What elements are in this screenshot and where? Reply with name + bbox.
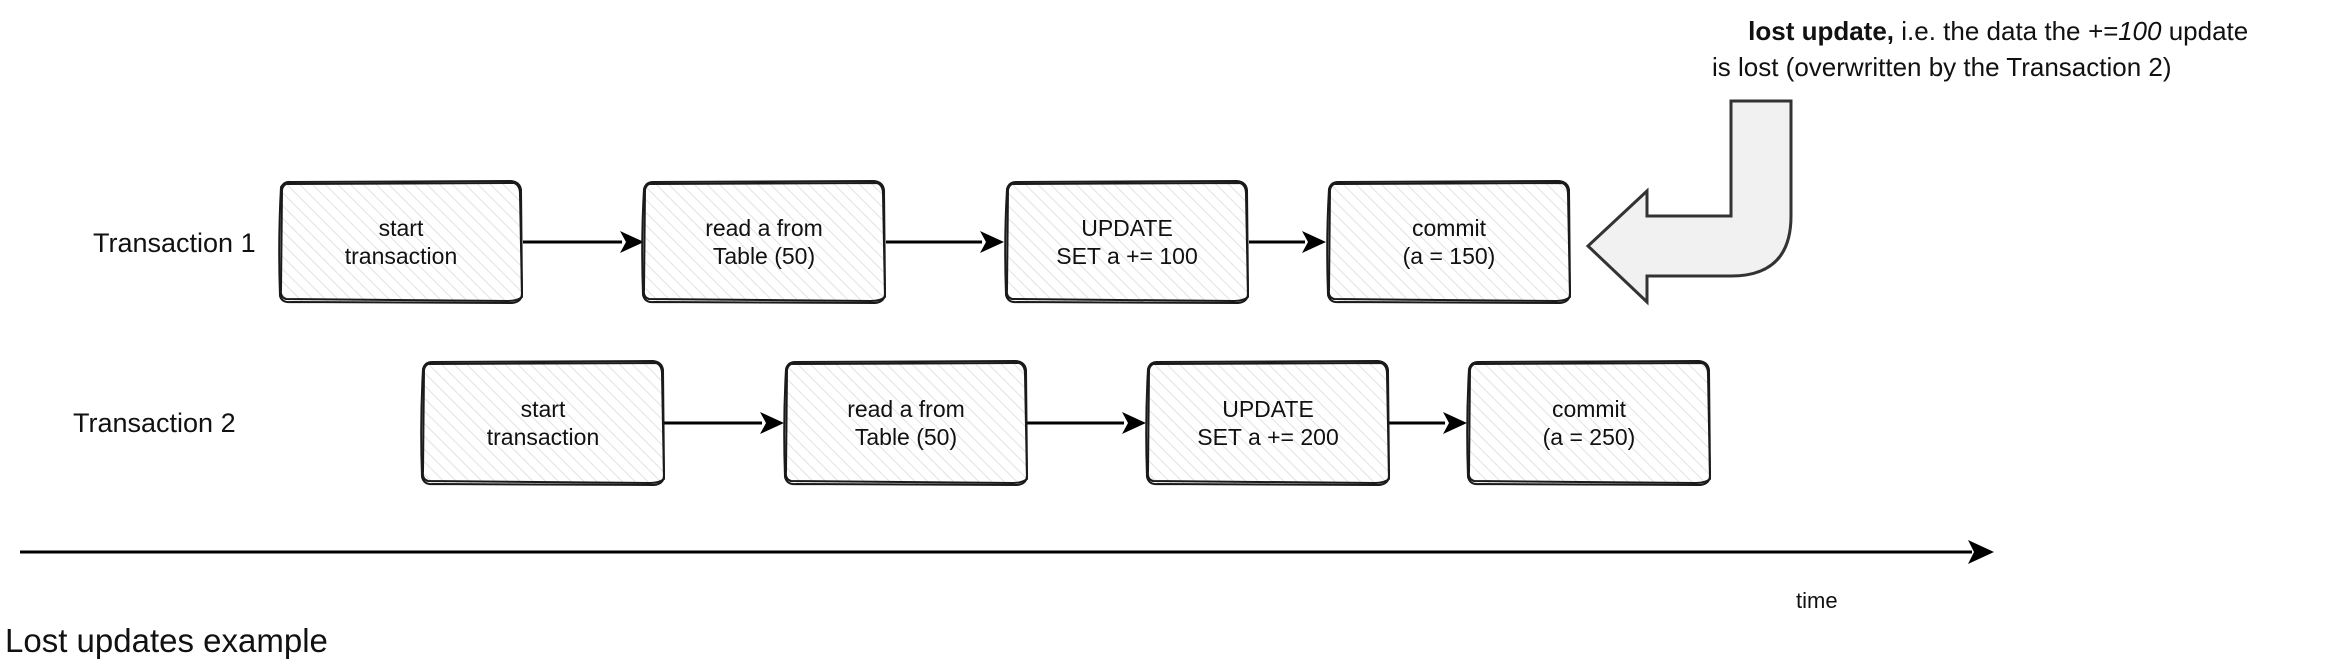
note-post: update <box>2161 16 2248 46</box>
t1-step-2-line2: Table (50) <box>713 243 815 269</box>
t2-step-4-line2: (a = 250) <box>1543 424 1636 450</box>
t1-step-update: UPDATE SET a += 100 <box>1004 180 1249 304</box>
t2-arrowhead-3 <box>1443 412 1467 434</box>
t2-step-2-line2: Table (50) <box>855 424 957 450</box>
t2-step-3-line2: SET a += 200 <box>1197 424 1339 450</box>
t2-arrowhead-1 <box>760 412 784 434</box>
t2-step-read: read a from Table (50) <box>783 360 1028 486</box>
t2-step-commit: commit (a = 250) <box>1466 360 1711 486</box>
t2-step-2-line1: read a from <box>847 396 965 422</box>
t1-step-3-line1: UPDATE <box>1081 215 1173 241</box>
t1-step-start-transaction: start transaction <box>278 180 523 304</box>
time-axis-arrowhead <box>1968 540 1994 564</box>
t2-step-1-line1: start <box>521 396 566 422</box>
note-italic: +=100 <box>2088 16 2162 46</box>
t1-step-2-line1: read a from <box>705 215 823 241</box>
transaction-1-label: Transaction 1 <box>93 228 256 258</box>
transaction-2-connectors <box>664 412 1467 434</box>
transaction-2-label: Transaction 2 <box>73 408 236 438</box>
t1-step-1-line2: transaction <box>345 243 458 269</box>
t1-step-3-line2: SET a += 100 <box>1056 243 1198 269</box>
note-bold: lost update, <box>1748 16 1894 46</box>
t1-arrowhead-1 <box>620 231 644 253</box>
t1-arrowhead-3 <box>1302 231 1326 253</box>
t2-step-1-line2: transaction <box>487 424 600 450</box>
lost-update-note-line2: is lost (overwritten by the Transaction … <box>1712 52 2172 82</box>
t1-step-read: read a from Table (50) <box>641 180 886 304</box>
t2-arrowhead-2 <box>1122 412 1146 434</box>
time-axis-label: time <box>1796 588 1838 613</box>
t1-step-1-line1: start <box>379 215 424 241</box>
t2-step-4-line1: commit <box>1552 396 1627 422</box>
t2-step-start-transaction: start transaction <box>420 360 665 486</box>
note-pre: i.e. the data the <box>1894 16 2088 46</box>
diagram-caption: Lost updates example <box>5 622 328 659</box>
lost-update-note-line1: lost update, i.e. the data the +=100 upd… <box>1712 16 2270 46</box>
t1-arrowhead-2 <box>980 231 1004 253</box>
t2-step-3-line1: UPDATE <box>1222 396 1314 422</box>
t2-step-update: UPDATE SET a += 200 <box>1145 360 1390 486</box>
lost-update-callout-arrow <box>1585 99 1793 306</box>
t1-step-commit: commit (a = 150) <box>1326 180 1571 304</box>
t1-step-4-line2: (a = 150) <box>1403 243 1496 269</box>
transaction-1-connectors <box>523 231 1326 253</box>
t1-step-4-line1: commit <box>1412 215 1487 241</box>
